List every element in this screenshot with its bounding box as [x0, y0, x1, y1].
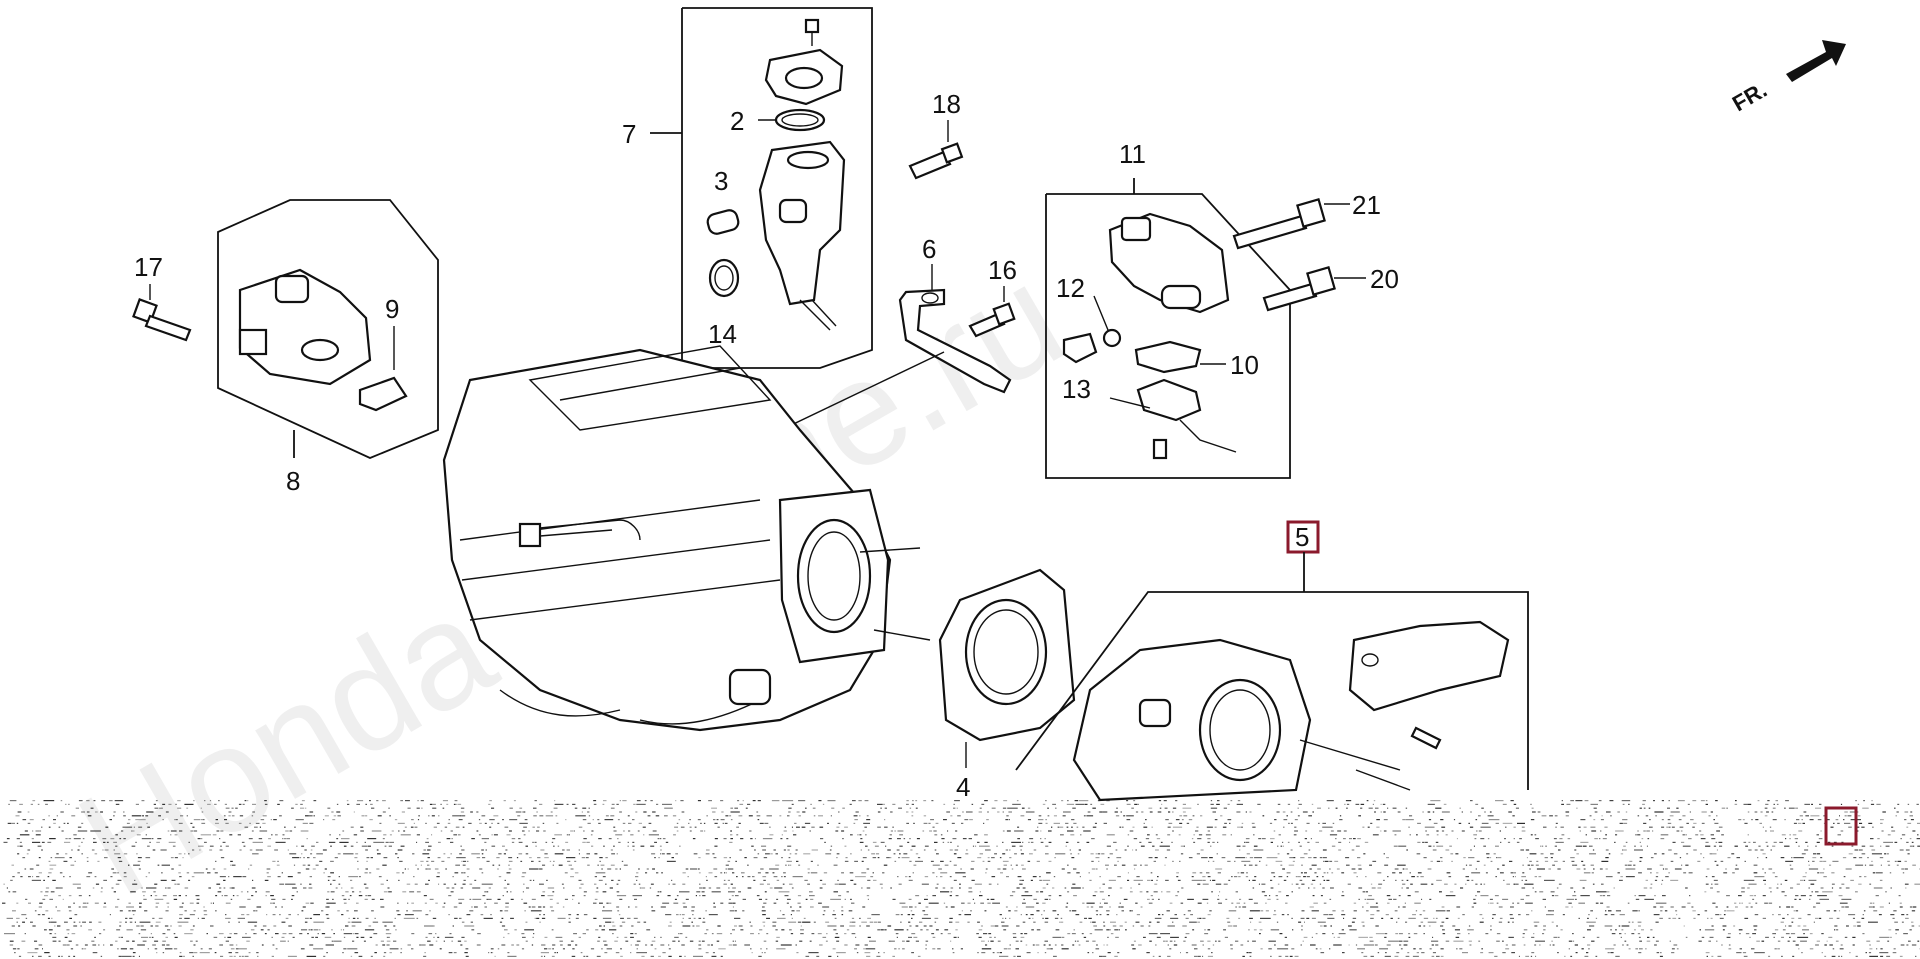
callout-18: 18	[932, 89, 961, 119]
gasket-4: 4	[938, 568, 1076, 802]
bolt-16: 16	[968, 255, 1017, 338]
bolt-20: 20	[1262, 264, 1399, 312]
callout-5-highlight	[1286, 520, 1320, 554]
callout-9: 9	[385, 294, 399, 324]
assembly-8-group: 8 9	[217, 199, 439, 496]
bolt-17: 17	[132, 252, 192, 342]
direction-label: FR.	[1728, 77, 1771, 116]
scan-noise-band	[2, 800, 1920, 957]
callout-2: 2	[730, 106, 744, 136]
callout-4: 4	[956, 772, 970, 802]
callout-20: 20	[1370, 264, 1399, 294]
callout-17: 17	[134, 252, 163, 282]
bolt-18: 18	[908, 89, 964, 180]
callout-6: 6	[922, 234, 936, 264]
callout-7: 7	[622, 119, 636, 149]
callout-3: 3	[714, 166, 728, 196]
bolt-21: 21	[1232, 190, 1381, 250]
assembly-7-group: 7 2 3 14	[622, 7, 873, 369]
callout-13: 13	[1062, 374, 1091, 404]
callout-10: 11	[1119, 139, 1146, 169]
callout-16: 16	[988, 255, 1017, 285]
arrow-icon	[1786, 40, 1846, 82]
callout-12: 12	[1056, 273, 1085, 303]
selection-box	[1824, 806, 1858, 846]
callout-11: 10	[1230, 350, 1259, 380]
callout-8: 8	[286, 466, 300, 496]
callout-21: 21	[1352, 190, 1381, 220]
front-direction-arrow: FR.	[1728, 40, 1846, 116]
throttle-body-group-5: 5	[1015, 520, 1529, 802]
intake-manifold	[442, 345, 931, 732]
callout-14: 14	[708, 319, 737, 349]
callout-5: 5	[1295, 522, 1309, 552]
assembly-10-group: 11 12 13 10	[1045, 139, 1291, 479]
